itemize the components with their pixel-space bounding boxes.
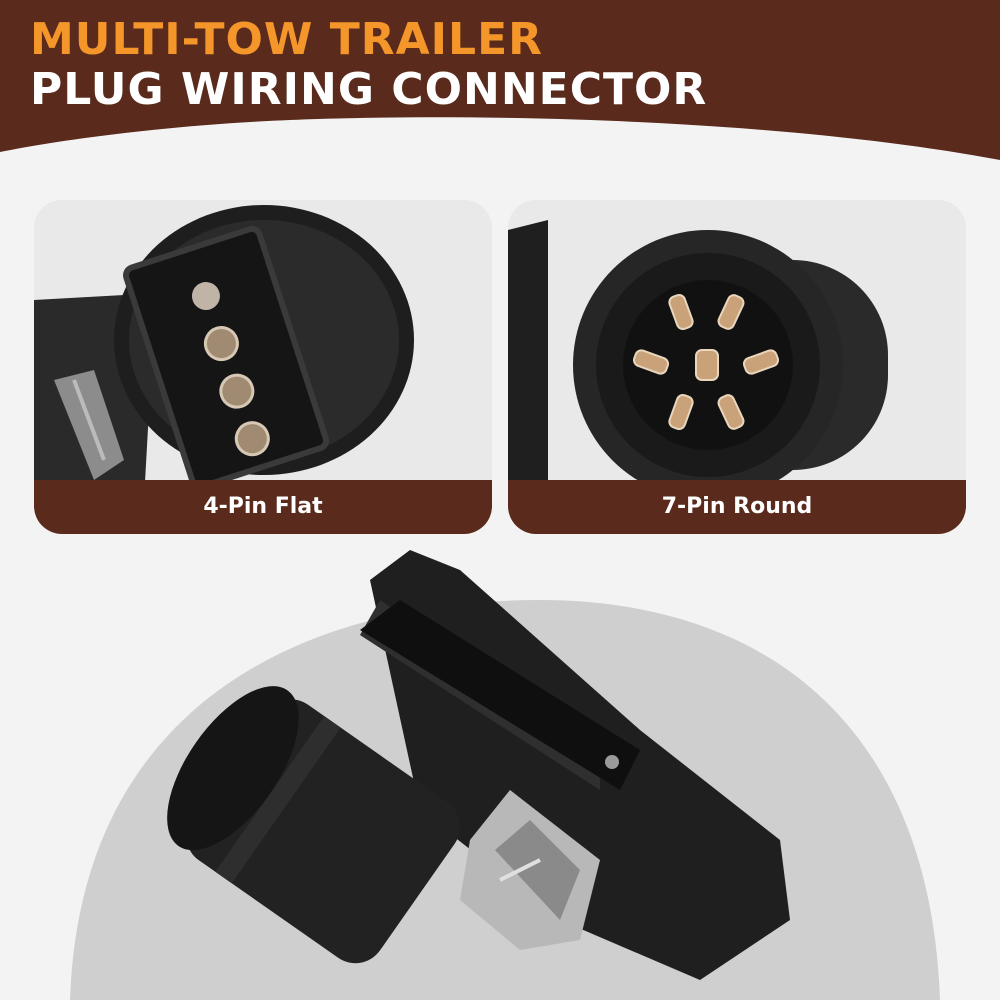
product-connector-illustration: [167, 550, 790, 980]
title-line-2: PLUG WIRING CONNECTOR: [30, 64, 708, 115]
card-label-7-pin: 7-Pin Round: [661, 494, 813, 519]
four-pin-connector-illustration: [34, 200, 492, 534]
card-4-pin-flat: 4-Pin Flat: [34, 200, 492, 534]
title-line-1: MULTI-TOW TRAILER: [30, 14, 544, 65]
card-7-pin-round: 7-Pin Round: [508, 200, 966, 534]
card-label-4-pin: 4-Pin Flat: [203, 494, 323, 519]
seven-pin-connector-illustration: [508, 200, 966, 534]
